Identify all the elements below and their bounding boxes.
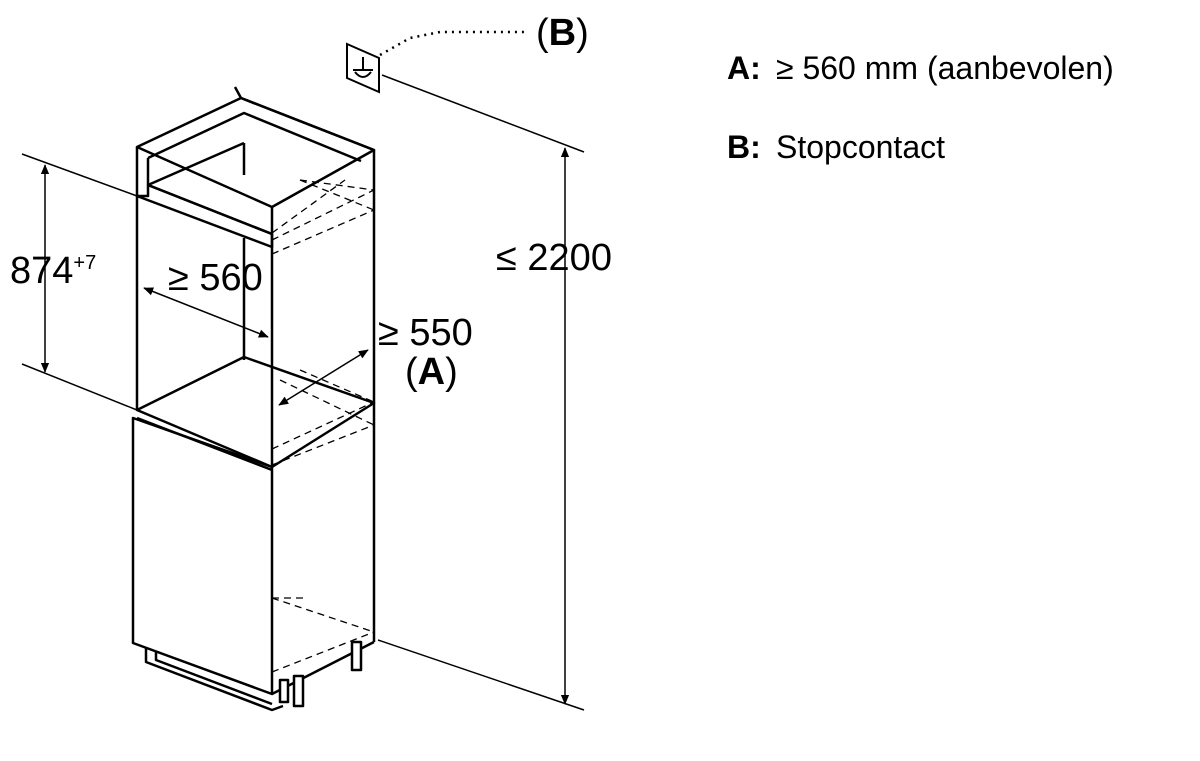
legend-b-text: Stopcontact bbox=[776, 129, 945, 165]
niche-floor bbox=[135, 355, 376, 469]
extension-line bbox=[377, 639, 585, 711]
legend: A: ≥ 560 mm (aanbevolen) B: Stopcontact bbox=[727, 50, 1114, 165]
cabinet-inner-top-frame bbox=[147, 111, 362, 163]
dimension-lines bbox=[21, 30, 585, 711]
total-height-label: ≤ 2200 bbox=[496, 237, 612, 279]
width-560-dim-line bbox=[143, 287, 269, 338]
appliance-door bbox=[131, 416, 274, 696]
cabinet-leg bbox=[292, 674, 305, 708]
cabinet-plinth bbox=[144, 648, 284, 712]
socket-ref-label: (B) bbox=[536, 12, 589, 54]
depth-550-dim-line bbox=[278, 349, 369, 406]
extension-line bbox=[21, 363, 138, 411]
cabinet bbox=[131, 86, 376, 712]
height-874-tolerance: +7 bbox=[73, 252, 96, 274]
width-560-label: ≥ 560 bbox=[168, 257, 263, 299]
legend-a-text: ≥ 560 mm (aanbevolen) bbox=[776, 50, 1114, 86]
legend-a-key: A: bbox=[727, 50, 761, 86]
socket-icon bbox=[346, 42, 380, 94]
extension-line bbox=[21, 153, 138, 197]
socket-leader bbox=[379, 30, 528, 57]
cabinet-upper-shelf bbox=[135, 183, 274, 249]
extension-line bbox=[381, 74, 585, 153]
cabinet-leg bbox=[278, 678, 290, 704]
cabinet-leg bbox=[350, 640, 363, 672]
height-874-label: 874+7 bbox=[10, 250, 96, 292]
depth-550-label: ≥ 550 bbox=[378, 312, 473, 354]
depth-ref-label: (A) bbox=[405, 351, 458, 393]
legend-b-key: B: bbox=[727, 129, 761, 165]
hidden-edges bbox=[271, 179, 375, 673]
